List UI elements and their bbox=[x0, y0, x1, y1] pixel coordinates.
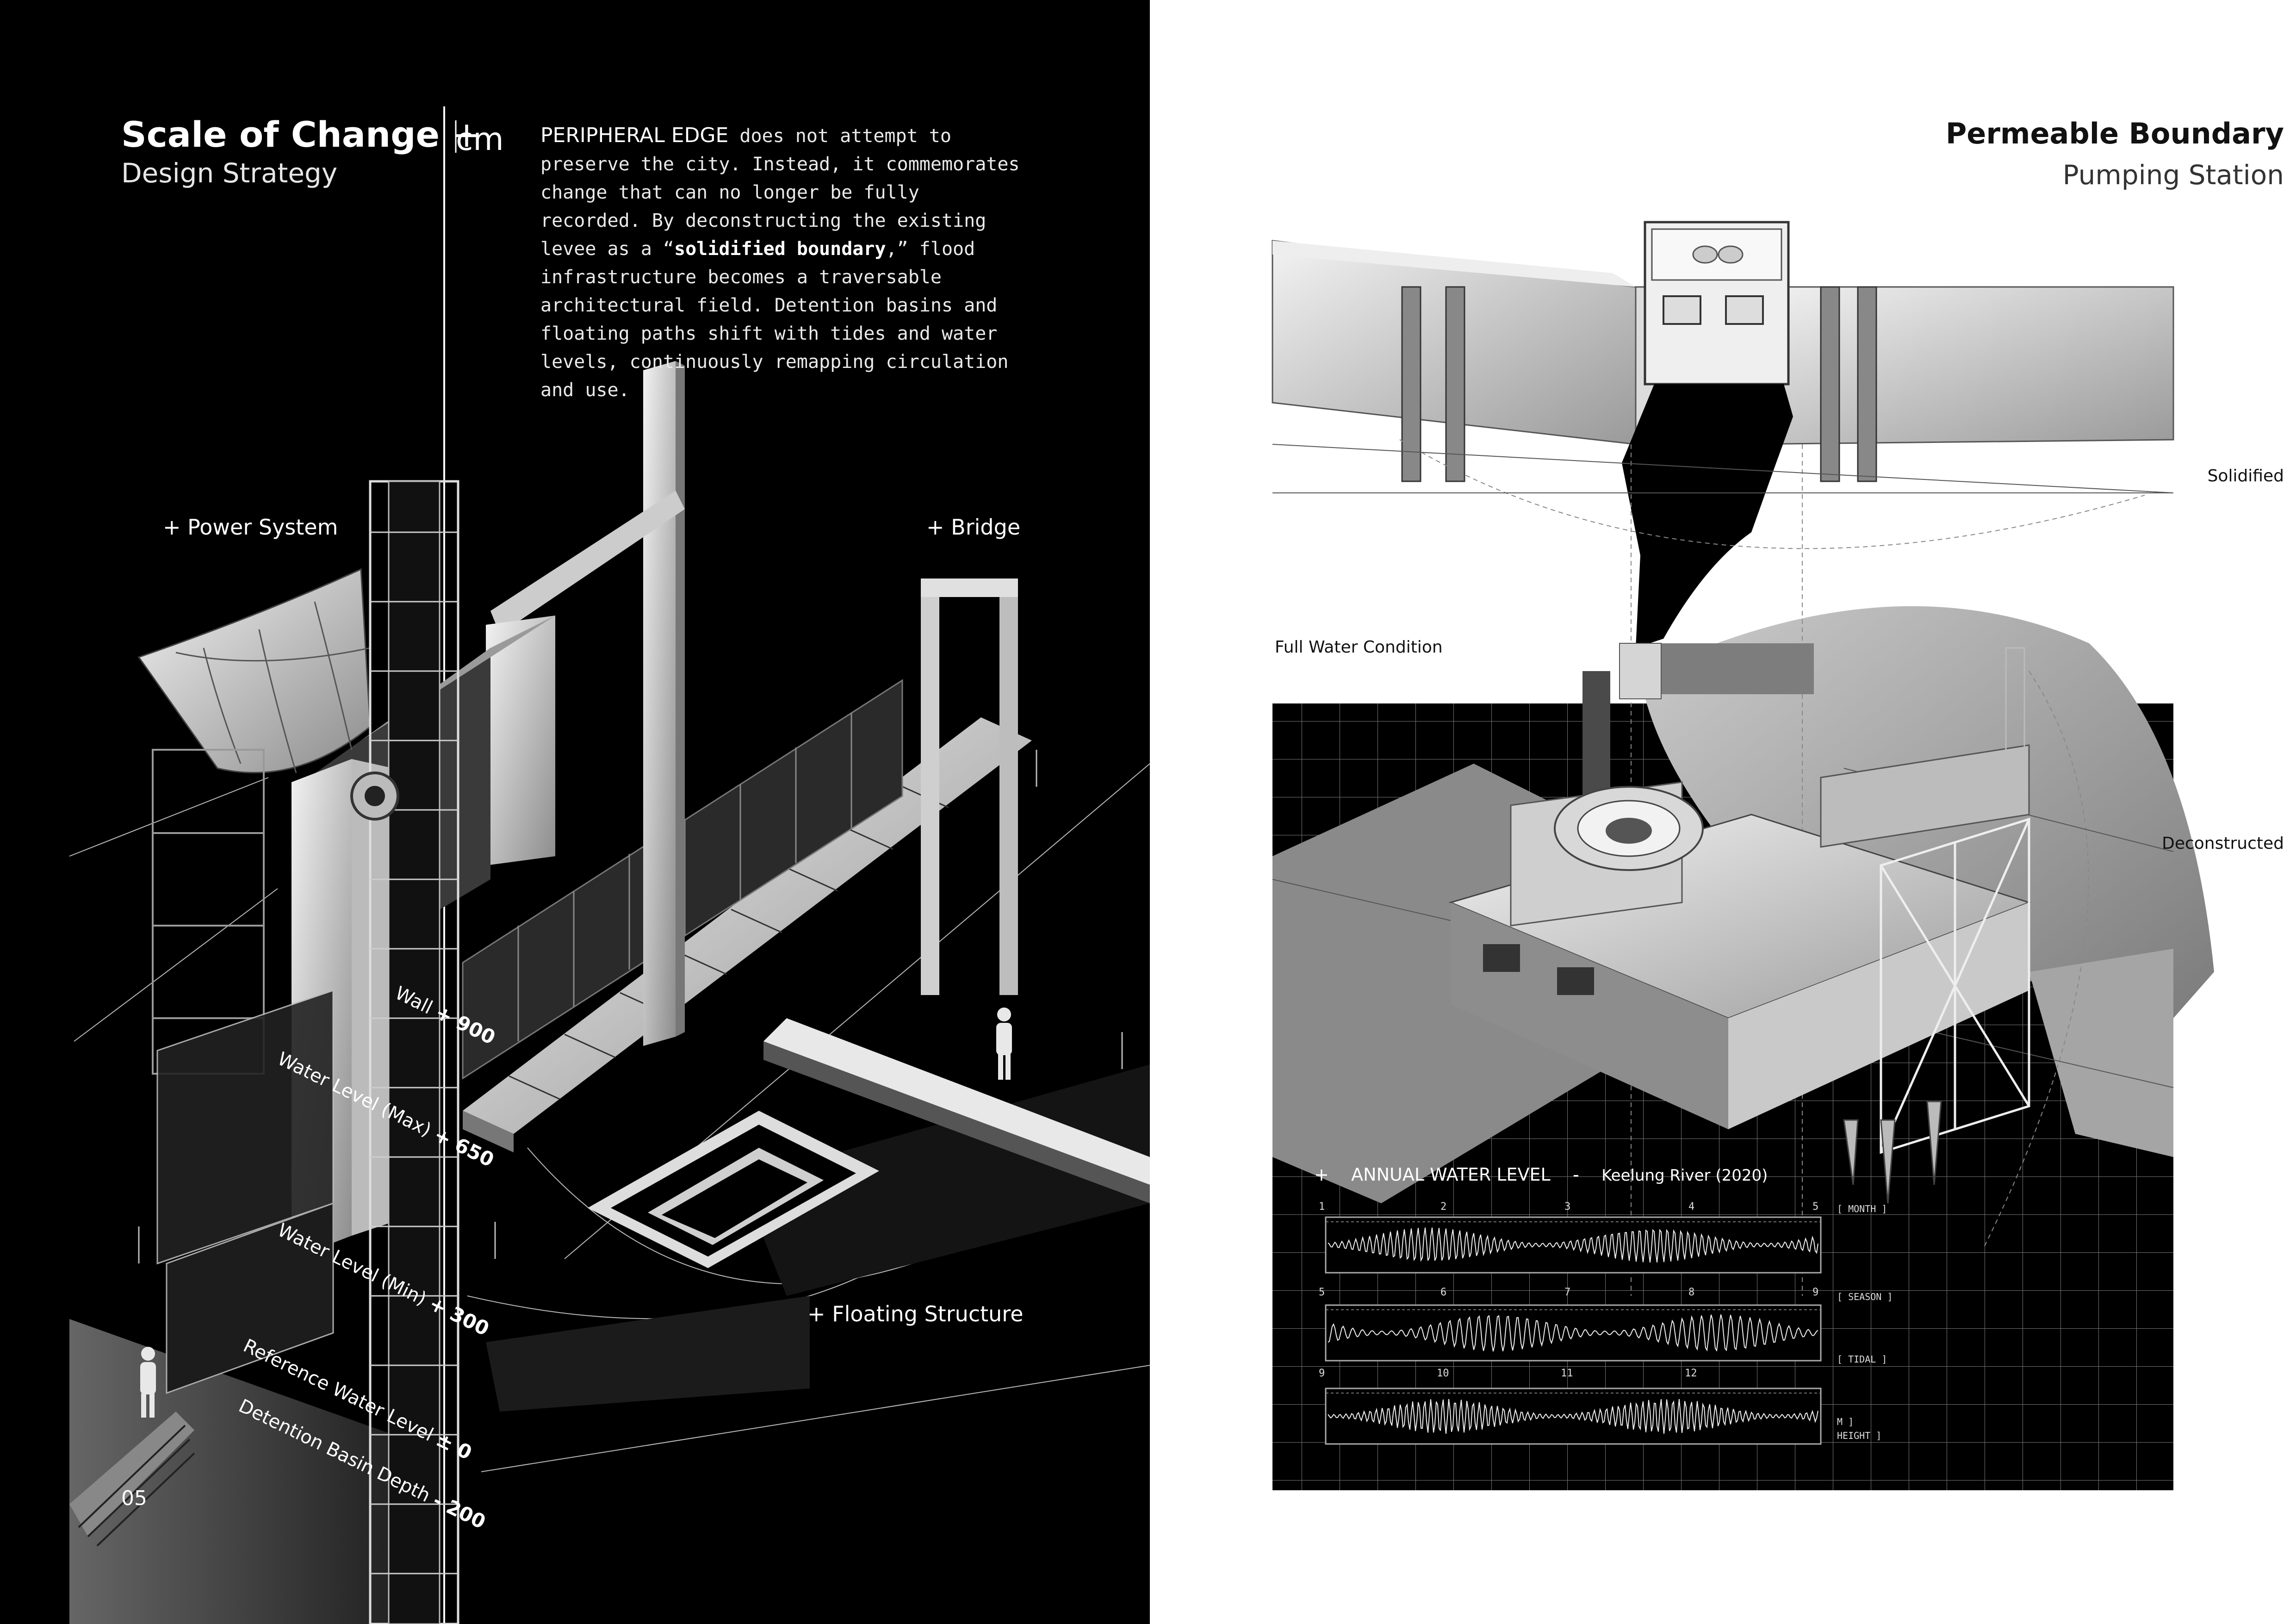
left-panel: Scale of Change + cm Design Strategy PER… bbox=[0, 0, 1150, 1624]
label-deconstructed: Deconstructed bbox=[2162, 834, 2284, 853]
chart-header: + ANNUAL WATER LEVEL - Keelung River (20… bbox=[1314, 1164, 1768, 1185]
label-solidified: Solidified bbox=[2207, 467, 2284, 485]
page-number: 05 bbox=[121, 1487, 147, 1510]
right-panel: Permeable Boundary Pumping Station Solid… bbox=[1150, 0, 2296, 1624]
side-label-m: M ] bbox=[1837, 1416, 1854, 1427]
callout-floating-structure: + Floating Structure bbox=[807, 1301, 1024, 1326]
label-full-water: Full Water Condition bbox=[1275, 638, 1443, 657]
tick-label: 12 bbox=[1685, 1368, 1697, 1379]
tick-label: 1 bbox=[1319, 1201, 1325, 1213]
body-text-2: ,” flood infrastructure becomes a traver… bbox=[540, 238, 1009, 401]
tick-label: 9 bbox=[1812, 1287, 1819, 1298]
emphasis-text: solidified boundary bbox=[674, 238, 886, 260]
side-label-season: [ SEASON ] bbox=[1837, 1291, 1893, 1302]
lead-text: PERIPHERAL EDGE bbox=[540, 124, 729, 147]
page-title: Scale of Change + bbox=[121, 114, 481, 155]
side-label-month: [ MONTH ] bbox=[1837, 1203, 1887, 1214]
right-subtitle: Pumping Station bbox=[2062, 159, 2284, 191]
pumping-station-drawing bbox=[1272, 221, 2214, 1490]
isometric-drawing bbox=[69, 106, 1150, 1624]
title-unit: cm bbox=[456, 121, 504, 158]
title-plus: + bbox=[452, 114, 482, 155]
page-subtitle: Design Strategy bbox=[121, 157, 338, 189]
tick-label: 4 bbox=[1688, 1201, 1695, 1213]
tick-label: 5 bbox=[1319, 1287, 1325, 1298]
tick-label: 6 bbox=[1440, 1287, 1447, 1298]
tick-label: 10 bbox=[1437, 1368, 1449, 1379]
tick-label: 9 bbox=[1319, 1368, 1325, 1379]
body-text-1: does not attempt to preserve the city. I… bbox=[540, 125, 1020, 260]
tick-label: 7 bbox=[1564, 1287, 1571, 1298]
tick-label: 2 bbox=[1440, 1201, 1447, 1213]
chart-area bbox=[1325, 1216, 1822, 1445]
tick-label: 8 bbox=[1688, 1287, 1695, 1298]
tick-label: 5 bbox=[1812, 1201, 1819, 1213]
side-label-height: HEIGHT ] bbox=[1837, 1430, 1882, 1441]
right-title: Permeable Boundary bbox=[1945, 117, 2284, 150]
strategy-paragraph: PERIPHERAL EDGE does not attempt to pres… bbox=[540, 121, 1022, 404]
callout-power-system: + Power System bbox=[163, 515, 338, 540]
side-label-tidal: [ TIDAL ] bbox=[1837, 1354, 1887, 1365]
callout-bridge: + Bridge bbox=[926, 515, 1021, 540]
tick-label: 3 bbox=[1564, 1201, 1571, 1213]
title-text: Scale of Change bbox=[121, 114, 440, 155]
tick-label: 11 bbox=[1561, 1368, 1573, 1379]
